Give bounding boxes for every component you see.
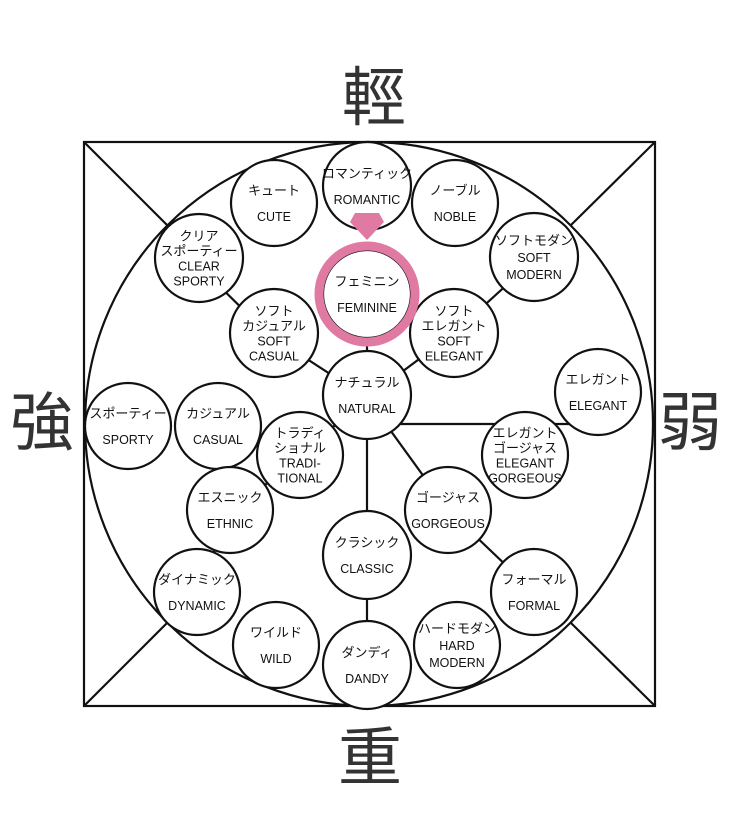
ring-band-icon	[314, 241, 420, 347]
node-label-jp: スポーティー	[160, 245, 237, 260]
node-hard-modern: ハードモダン HARD MODERN	[412, 600, 502, 690]
node-label-jp: ロマンティック	[322, 167, 412, 182]
node-label-en: GORGEOUS	[411, 517, 485, 531]
node-label-jp: ハードモダン	[418, 622, 496, 637]
node-label-jp: ゴージャス	[493, 441, 557, 457]
node-label-jp: ショナル	[274, 442, 326, 457]
node-label-en: ETHNIC	[207, 517, 254, 531]
node-wild: ワイルド WILD	[231, 600, 321, 690]
node-label-jp: フェミニン	[334, 275, 399, 290]
node-label-en: MODERN	[429, 656, 485, 670]
node-label-jp: エスニック	[197, 491, 262, 506]
node-label-jp: ソフト	[254, 305, 293, 320]
node-label-en: ELEGANT	[569, 399, 628, 413]
node-label-en: CUTE	[257, 210, 291, 224]
axis-label-bottom: 重	[338, 722, 402, 796]
ring-highlight	[314, 213, 420, 347]
node-label-jp: カジュアル	[242, 320, 306, 335]
node-label-en: MODERN	[506, 268, 562, 282]
axis-label-right: 弱	[658, 387, 722, 461]
axis-label-top: 輕	[342, 62, 406, 136]
node-label-jp: ゴージャス	[416, 490, 480, 506]
corner-line-tl	[83, 141, 169, 227]
node-noble: ノーブル NOBLE	[410, 158, 500, 248]
node-label-jp: ナチュラル	[334, 376, 399, 391]
node-label-en: NATURAL	[338, 402, 395, 416]
node-label-en: CLEAR	[178, 260, 220, 274]
node-label-jp: フォーマル	[501, 573, 566, 588]
node-label-jp: ソフトモダン	[495, 234, 573, 249]
node-label-jp: キュート	[248, 184, 300, 199]
node-label-en: SOFT	[437, 335, 471, 349]
node-feminine: フェミニン FEMININE	[321, 248, 413, 340]
node-label-jp: クリア	[179, 230, 218, 245]
node-soft-modern: ソフトモダン SOFT MODERN	[488, 211, 580, 303]
node-classic: クラシック CLASSIC	[321, 509, 413, 601]
node-dynamic: ダイナミック DYNAMIC	[152, 547, 242, 637]
node-label-jp: ワイルド	[250, 626, 302, 641]
node-romantic: ロマンティック ROMANTIC	[322, 140, 412, 232]
node-label-jp: スポーティー	[89, 407, 166, 422]
node-label-en: GORGEOUS	[488, 472, 562, 486]
node-label-en: TIONAL	[277, 472, 322, 486]
node-label-en: SPORTY	[102, 433, 154, 447]
node-casual: カジュアル CASUAL	[173, 381, 263, 471]
node-label-jp: エレガント	[565, 373, 630, 388]
node-label-en: SOFT	[517, 251, 551, 265]
node-label-jp: ソフト	[434, 305, 473, 320]
node-label-en: TRADI-	[279, 457, 321, 471]
node-label-en: ELEGANT	[496, 457, 555, 471]
ring-gem-icon	[350, 213, 384, 240]
corner-line-bl	[83, 621, 169, 707]
node-label-en: HARD	[439, 639, 474, 653]
node-sporty: スポーティー SPORTY	[83, 381, 173, 471]
corner-line-br	[569, 621, 656, 707]
node-label-jp: トラディ	[274, 426, 325, 442]
node-cute: キュート CUTE	[229, 158, 319, 248]
node-natural: ナチュラル NATURAL	[321, 349, 413, 441]
node-label-en: ROMANTIC	[334, 193, 401, 207]
node-label-jp: エレガント	[492, 427, 557, 442]
node-elegant: エレガント ELEGANT	[553, 347, 643, 437]
node-label-en: DYNAMIC	[168, 599, 226, 613]
node-label-en: SPORTY	[173, 275, 225, 289]
node-ethnic: エスニック ETHNIC	[185, 465, 275, 555]
node-label-en: ELEGANT	[425, 350, 484, 364]
node-gorgeous: ゴージャス GORGEOUS	[403, 465, 493, 555]
node-label-en: CASUAL	[249, 350, 299, 364]
node-label-en: CASUAL	[193, 433, 243, 447]
node-label-en: WILD	[260, 652, 291, 666]
corner-line-tr	[569, 141, 656, 227]
node-label-en: CLASSIC	[340, 562, 394, 576]
axis-label-left: 強	[10, 387, 74, 461]
node-dandy: ダンディ DANDY	[321, 619, 413, 711]
node-formal: フォーマル FORMAL	[489, 547, 579, 637]
node-label-jp: クラシック	[335, 536, 400, 551]
node-label-en: FORMAL	[508, 599, 560, 613]
node-label-jp: ダンディ	[341, 645, 392, 661]
node-label-jp: ノーブル	[429, 183, 480, 199]
node-label-jp: ダイナミック	[158, 573, 236, 588]
node-label-en: DANDY	[345, 672, 389, 686]
node-label-jp: エレガント	[421, 320, 486, 335]
node-label-jp: カジュアル	[186, 407, 250, 422]
node-label-en: SOFT	[257, 335, 291, 349]
node-label-en: FEMININE	[337, 301, 397, 315]
node-label-en: NOBLE	[434, 210, 476, 224]
